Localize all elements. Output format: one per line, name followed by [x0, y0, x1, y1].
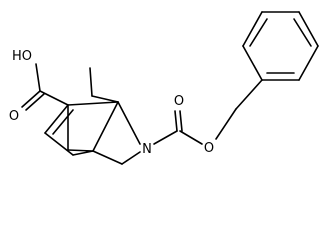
atom-label-ester-oxygen: O: [204, 141, 214, 156]
bond-nitrogen-to-carbonyl-carbon: [153, 130, 178, 145]
bond-bridgehead-to-nitrogen: [117, 101, 141, 145]
bicyclic-cage: [44, 67, 141, 165]
chemical-structure: HO O N O O: [9, 11, 319, 165]
bond-lower-bridgehead-to-ch2: [92, 150, 123, 165]
atom-label-nitrogen: N: [142, 142, 152, 157]
benzene-inner-bond-3: [249, 18, 268, 47]
atom-label-carbamate-carbonyl-oxygen: O: [174, 94, 184, 109]
bond-ch2-to-nitrogen: [121, 151, 141, 165]
benzene-bond-3: [298, 11, 319, 47]
bond-acid-carbon-to-oxygen-1: [21, 90, 41, 108]
benzene-bond-5: [242, 11, 263, 47]
carbamate-group: [153, 79, 263, 145]
bond-ring-left-lower: [44, 132, 74, 156]
bond-ring-center-to-bottom-bridgehead: [67, 149, 94, 152]
bond-double-inner: [52, 109, 74, 135]
bond-bridgehead-upper-to-methyl-carbon: [91, 95, 119, 103]
bond-carbonyl-double-1: [174, 110, 178, 132]
bond-ester-oxygen-to-benzylic-carbon: [215, 108, 237, 140]
bond-ring-left-upper: [44, 104, 69, 134]
benzene-ring: [242, 11, 319, 81]
bond-methyl: [89, 67, 93, 97]
benzene-bond-6: [242, 45, 263, 81]
carboxylic-acid-group: [21, 63, 69, 111]
benzene-inner-bond-2: [293, 18, 312, 47]
bond-carbonyl-carbon-to-ester-oxygen: [179, 130, 203, 145]
bond-acid-carbon-to-oxygen-2: [25, 93, 45, 111]
bond-acid-carbon-to-ring: [39, 90, 69, 106]
atom-label-acid-carbonyl-oxygen: O: [9, 109, 19, 124]
benzene-bond-2: [298, 45, 319, 81]
atom-label-hydroxyl: HO: [12, 49, 32, 64]
bond-carbonyl-double-2: [179, 110, 183, 132]
bond-upper-bridgehead-to-lower-bridgehead: [92, 101, 119, 152]
bond-back-edge: [67, 101, 119, 106]
bond-benzylic-carbon-to-ring: [235, 79, 263, 110]
bond-hydroxyl-to-acid-carbon: [35, 63, 41, 92]
